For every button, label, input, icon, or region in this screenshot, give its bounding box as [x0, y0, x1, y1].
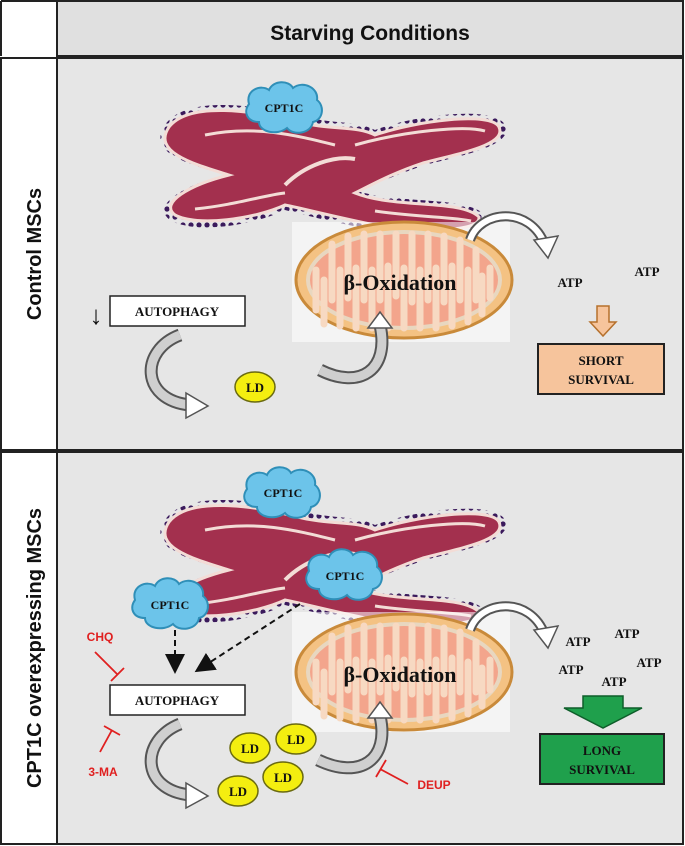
top-side-label: Control MSCs: [24, 188, 46, 320]
lipid-droplet-bottom-3: [262, 761, 304, 793]
cpt1c-to-autophagy-dashed-2: [194, 603, 301, 673]
bottom-side-label-box: [0, 451, 58, 845]
short-survival-arrow: [588, 305, 618, 338]
beta-oxidation-label-top: β-Oxidation: [343, 270, 456, 295]
ld-label-bottom-4: LD: [229, 784, 247, 799]
header-bar: [56, 0, 684, 57]
cpt1c-label-bottom-2: CPT1C: [326, 569, 365, 583]
decrease-arrow: ↓: [90, 301, 103, 330]
autophagy-box-top: [109, 295, 246, 327]
lipid-droplet-top: [234, 371, 276, 403]
long-survival-arrow: [563, 695, 643, 729]
long-survival-line2: SURVIVAL: [569, 762, 635, 777]
atp-label-bottom-1: ATP: [565, 634, 590, 649]
three-ma-label: 3-MA: [88, 765, 118, 779]
autophagy-label-bottom: AUTOPHAGY: [135, 693, 220, 708]
beta-oxidation-label-bottom: β-Oxidation: [343, 662, 456, 687]
cpt1c-label-bottom-3: CPT1C: [151, 598, 190, 612]
atp-label-bottom-5: ATP: [601, 674, 626, 689]
short-survival-box: [537, 343, 665, 395]
long-survival-line1: LONG: [583, 743, 621, 758]
cpt1c-label-top: CPT1C: [265, 101, 304, 115]
ld-label-bottom-1: LD: [241, 741, 259, 756]
header-title: Starving Conditions: [270, 22, 470, 45]
long-survival-box: [539, 733, 665, 785]
atp-label-bottom-2: ATP: [614, 626, 639, 641]
three-ma-inhibition-line: [99, 725, 121, 753]
bottom-side-label: CPT1C overexpressing MSCs: [24, 508, 46, 788]
lipid-droplet-bottom-2: [275, 723, 317, 755]
atp-label-top-1: ATP: [557, 275, 582, 290]
autophagy-box-bottom: [109, 684, 246, 716]
cpt1c-label-bottom-1: CPT1C: [264, 486, 303, 500]
short-survival-line2: SURVIVAL: [568, 372, 634, 387]
atp-label-bottom-4: ATP: [636, 655, 661, 670]
lipid-droplet-bottom-4: [217, 775, 259, 807]
ld-label-top: LD: [246, 380, 264, 395]
deup-inhibition-line: [375, 759, 409, 785]
atp-label-bottom-3: ATP: [558, 662, 583, 677]
top-side-label-box: [0, 57, 58, 451]
ld-label-bottom-2: LD: [287, 732, 305, 747]
deup-label: DEUP: [417, 778, 450, 792]
chq-inhibition-line: [94, 651, 125, 682]
ld-label-bottom-3: LD: [274, 770, 292, 785]
autophagy-label-top: AUTOPHAGY: [135, 304, 220, 319]
short-survival-line1: SHORT: [578, 353, 623, 368]
lipid-droplet-bottom-1: [229, 732, 271, 764]
chq-label: CHQ: [87, 630, 114, 644]
atp-label-top-2: ATP: [634, 264, 659, 279]
